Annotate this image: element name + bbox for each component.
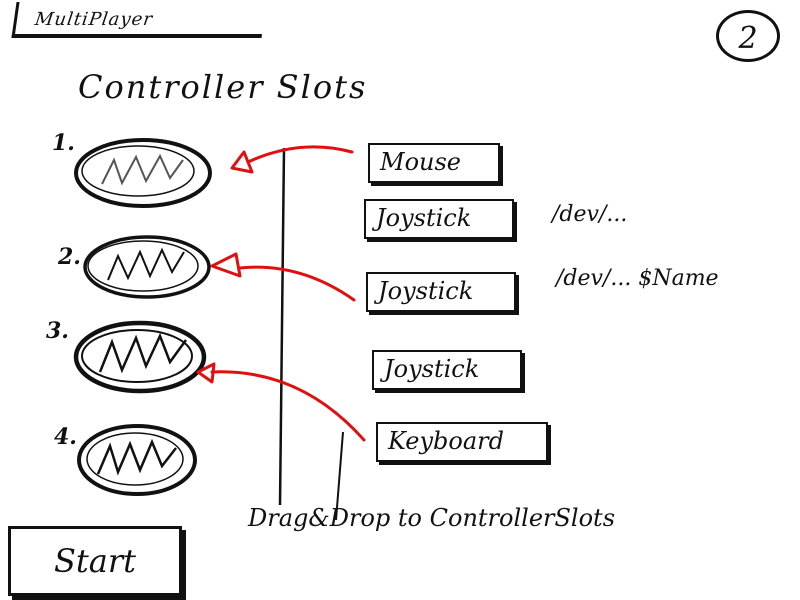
device-joystick-1-path: /dev/... (552, 202, 628, 227)
divider-line (278, 147, 286, 506)
controller-slot-3[interactable] (73, 320, 207, 394)
page-number-badge: 2 (716, 10, 780, 62)
slot-number-3: 3. (46, 318, 69, 344)
device-joystick-2[interactable]: Joystick (366, 272, 516, 312)
slot-number-1: 1. (52, 130, 75, 156)
drag-arrow-joystick-to-slot-2 (210, 252, 356, 302)
device-joystick-2-path: /dev/... $Name (556, 266, 719, 291)
controller-slot-2[interactable] (83, 235, 211, 299)
device-joystick-1[interactable]: Joystick (364, 199, 514, 239)
controller-slot-4[interactable] (77, 424, 197, 496)
device-joystick-3[interactable]: Joystick (372, 350, 522, 390)
controller-slot-1[interactable] (74, 138, 212, 208)
start-button[interactable]: Start (8, 526, 182, 596)
drag-arrow-keyboard-to-slot-3 (196, 362, 366, 442)
slot-number-4: 4. (54, 424, 77, 450)
drag-arrow-mouse-to-slot-1 (230, 145, 354, 174)
device-keyboard[interactable]: Keyboard (376, 422, 548, 462)
slot-number-2: 2. (58, 244, 81, 270)
section-title: Controller Slots (78, 68, 368, 106)
device-mouse[interactable]: Mouse (368, 143, 500, 183)
divider-line-short (335, 431, 344, 521)
drag-drop-instruction: Drag&Drop to ControllerSlots (248, 504, 616, 532)
